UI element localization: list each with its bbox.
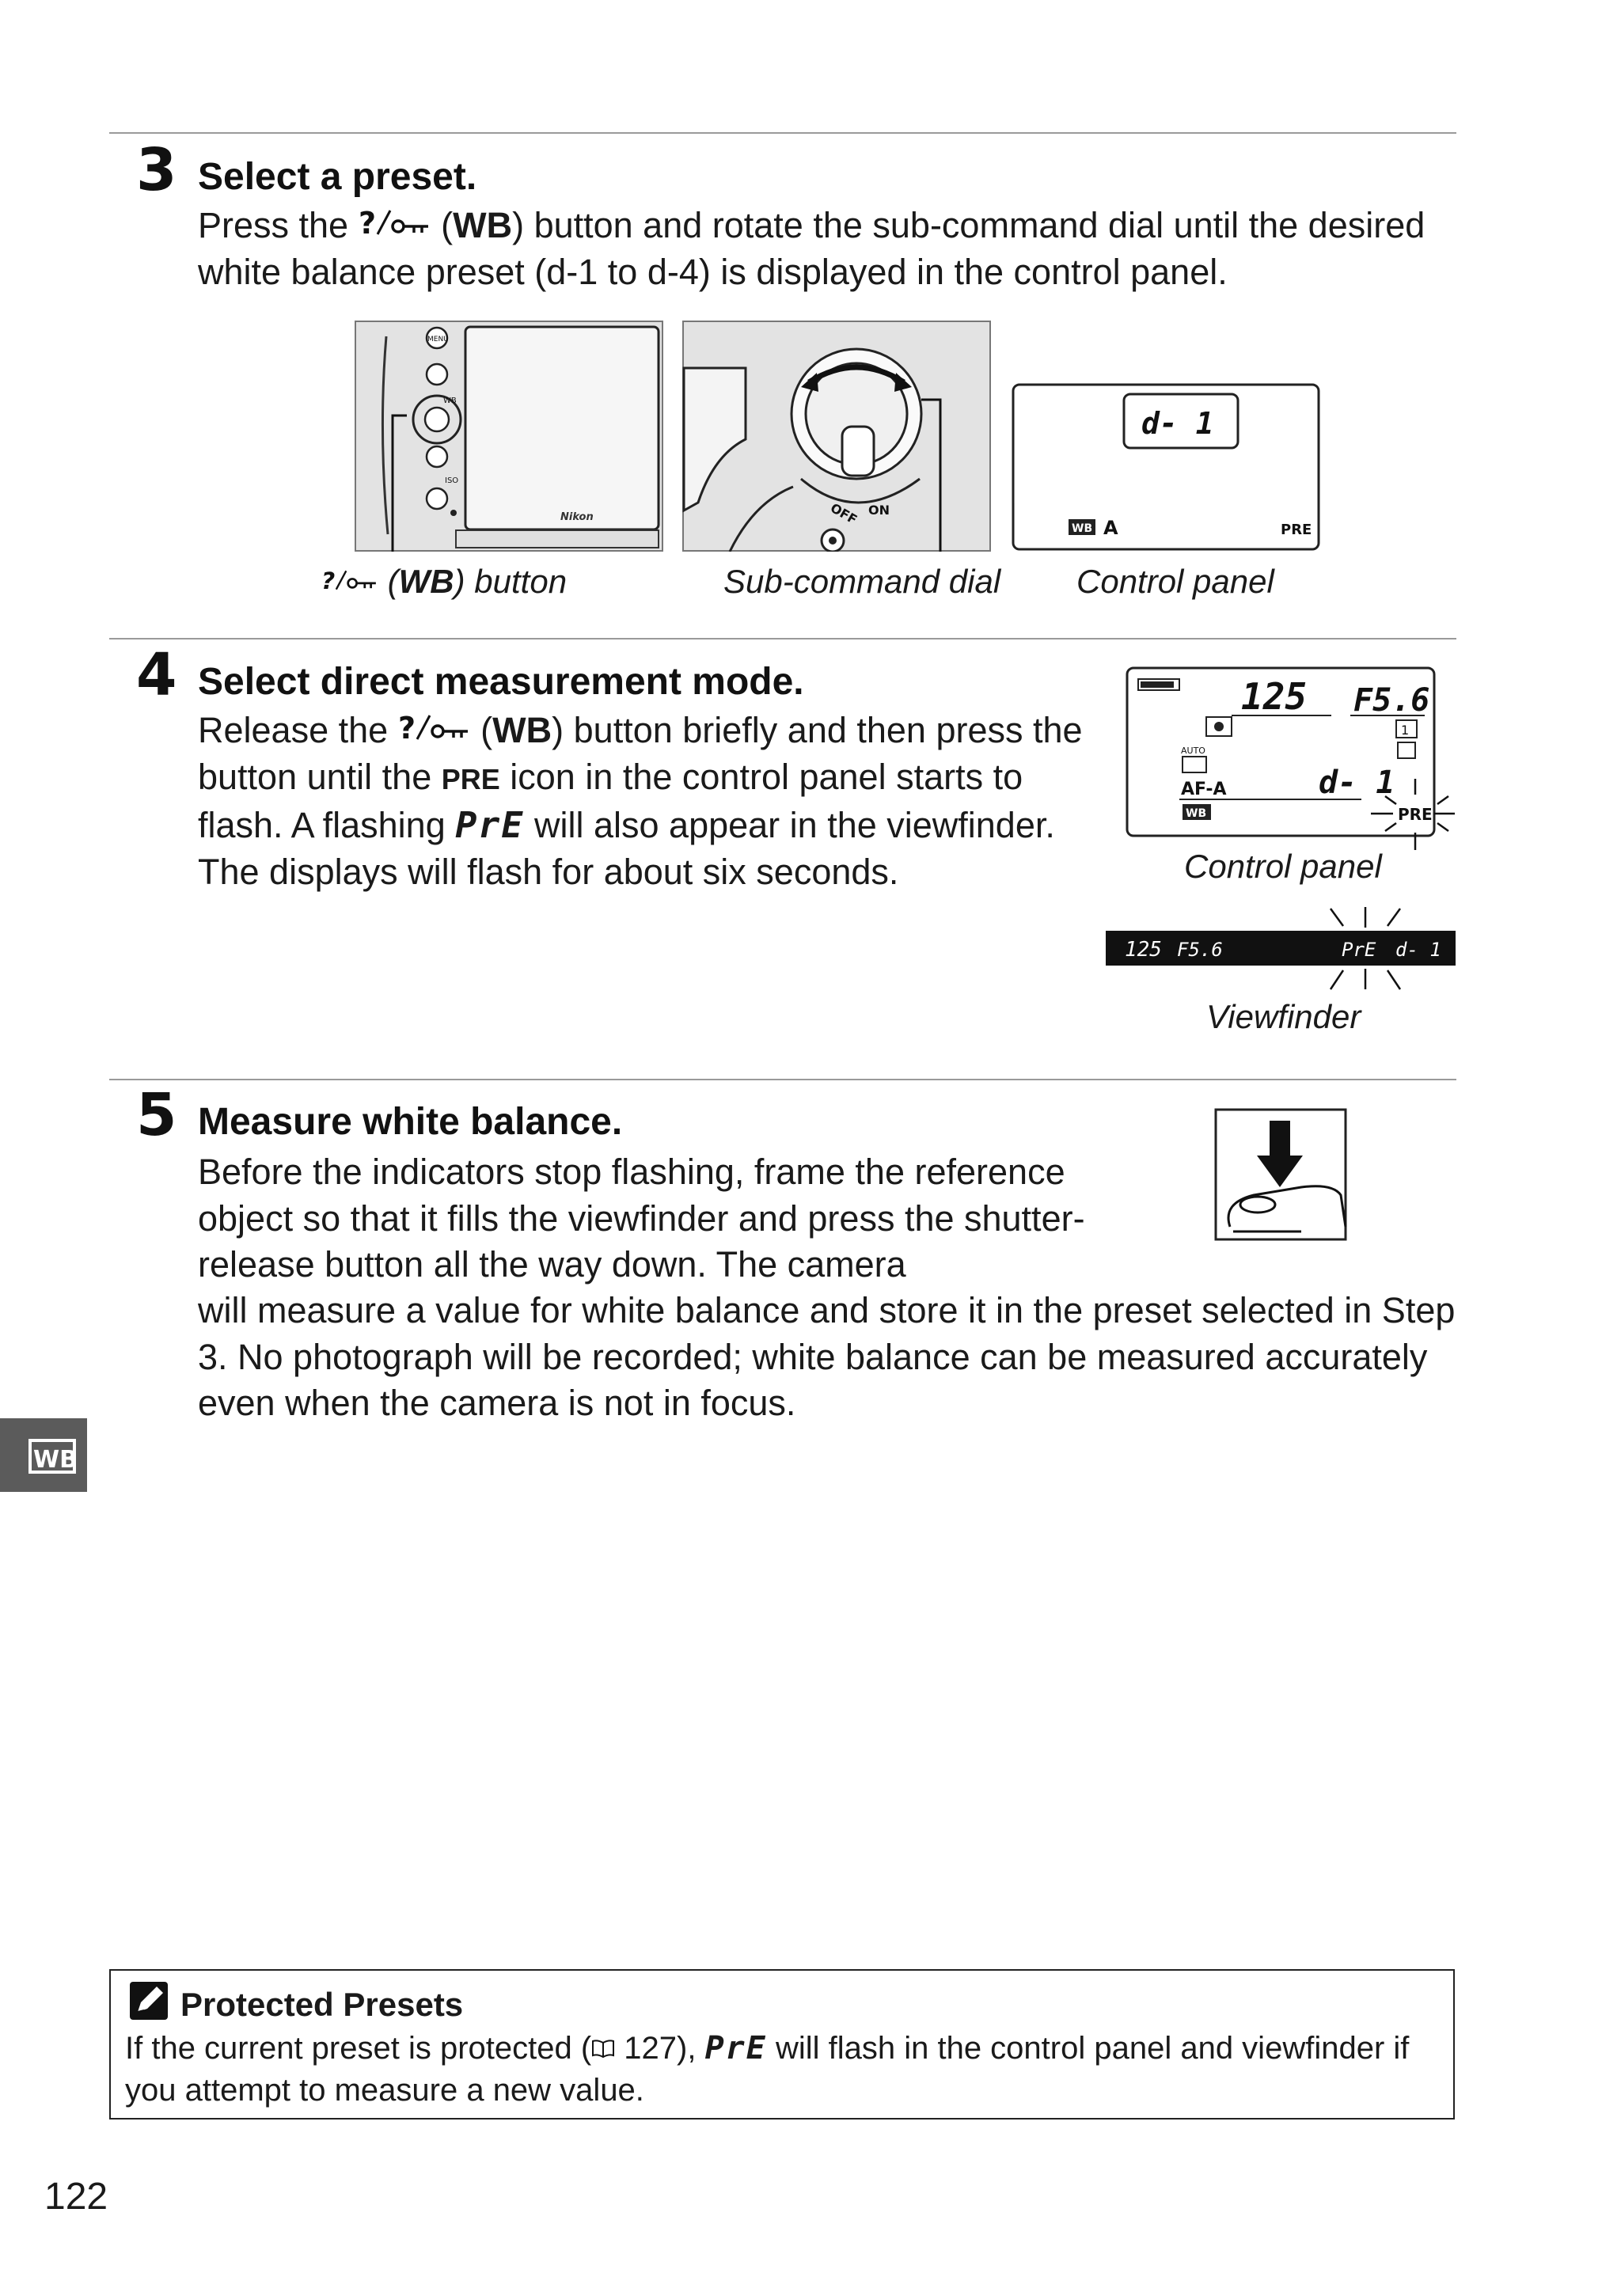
svg-text:AF-A: AF-A [1181,780,1227,799]
section-divider-step3 [109,132,1456,134]
svg-text:A: A [1103,517,1118,539]
svg-text:d- 1: d- 1 [1395,939,1441,961]
book-icon [591,2028,615,2070]
camera-back-illustration: Nikon MENU WB ISO [355,321,663,556]
step-body: Before the indicators stop flashing, fra… [198,1152,1085,1285]
svg-text:?: ? [359,207,376,237]
svg-text:WB: WB [443,397,457,405]
control-panel-illustration: d- 1 WB A PRE [1012,383,1320,555]
step-body-continued: will measure a value for white balance a… [198,1290,1456,1423]
svg-text:WB: WB [1186,807,1206,820]
svg-text:WB: WB [1072,522,1092,535]
help-protect-icon: ? [321,565,378,598]
step-number: 3 [136,136,177,204]
step-body: Release the ? (WB) button briefly and th… [198,708,1092,895]
wb-tab-label: WB [33,1446,78,1474]
viewfinder-illustration: 125 F5.6 PrE d- 1 [1104,905,1457,996]
caption-sub-command-dial: Sub-command dial [723,563,1001,600]
shutter-press-illustration [1214,1108,1347,1245]
svg-text:MENU: MENU [427,336,449,343]
svg-text:PrE: PrE [1342,939,1376,961]
svg-text:1: 1 [1401,723,1409,738]
note-title: Protected Presets [180,1986,464,2023]
svg-text:?: ? [398,712,416,742]
svg-text:ISO: ISO [445,476,458,485]
svg-text:F5.6: F5.6 [1353,682,1429,719]
step-heading: Measure white balance. [198,1101,623,1143]
svg-text:F5.6: F5.6 [1177,939,1223,961]
section-tab: WB [0,1418,87,1492]
help-protect-icon: ? [398,708,471,754]
protected-presets-note: Protected Presets If the current preset … [109,1969,1455,2120]
section-divider-step4 [109,638,1456,639]
step-body: Press the ? (WB) button and rotate the s… [198,203,1464,295]
brand-label: Nikon [560,511,594,523]
caption-control-panel: Control panel [1076,563,1274,600]
control-panel-flashing-illustration: 125 F5.6 AUTO AF-A WB d- 1 1 PRE [1124,663,1456,857]
pencil-note-icon [128,1980,169,2025]
step-heading: Select a preset. [198,156,477,198]
help-protect-icon: ? [359,203,431,249]
note-body: If the current preset is protected ( 127… [125,2028,1439,2112]
svg-text:d- 1: d- 1 [1319,765,1395,801]
step-heading: Select direct measurement mode. [198,661,804,703]
caption-wb-button: ? (WB) button [321,563,568,600]
caption-control-panel: Control panel [1184,848,1382,885]
section-divider-step5 [109,1079,1456,1080]
svg-text:125: 125 [1241,675,1307,718]
svg-text:125: 125 [1125,938,1162,962]
caption-viewfinder: Viewfinder [1206,998,1361,1035]
svg-text:ON: ON [868,503,890,518]
page-number: 122 [44,2176,108,2218]
step-number: 5 [136,1081,177,1149]
svg-text:PRE: PRE [1281,522,1312,538]
sub-command-dial-illustration: OFF ON [682,321,991,556]
svg-text:AUTO: AUTO [1181,746,1205,756]
svg-text:PRE: PRE [1398,805,1433,824]
svg-text:d- 1: d- 1 [1141,406,1214,441]
step-number: 4 [136,641,177,709]
svg-text:?: ? [321,567,335,593]
